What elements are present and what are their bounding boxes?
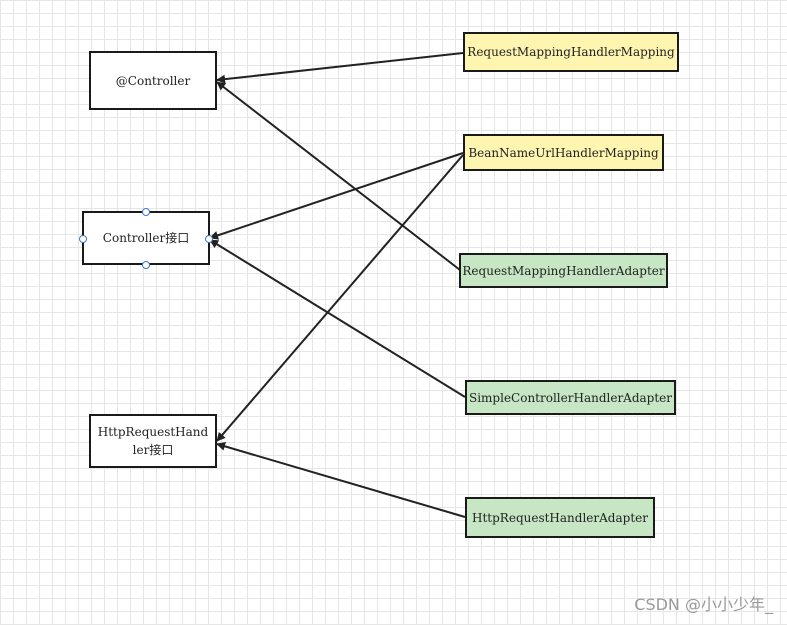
edge-beanname-to-controller-interface[interactable] [209, 152, 464, 240]
controller-interface-label: Controller接口 [102, 231, 190, 245]
bean-name-url-handler-mapping-label: BeanNameUrlHandlerMapping [468, 145, 659, 160]
request-mapping-handler-adapter-node[interactable]: RequestMappingHandlerAdapter [459, 253, 668, 288]
simple-controller-handler-adapter-node[interactable]: SimpleControllerHandlerAdapter [465, 380, 676, 415]
controller-annotation-node[interactable]: @Controller [89, 51, 217, 110]
http-request-handler-node[interactable]: HttpRequestHandler接口 [89, 414, 217, 468]
edge-beanname-to-http-request-handler[interactable] [216, 154, 464, 442]
controller-interface-node[interactable]: Controller接口 [82, 211, 210, 265]
simple-controller-handler-adapter-label: SimpleControllerHandlerAdapter [468, 390, 673, 405]
edge-mapping-to-controller-annotation[interactable] [216, 52, 464, 84]
http-request-handler-adapter-label: HttpRequestHandlerAdapter [472, 510, 648, 525]
request-mapping-handler-mapping-node[interactable]: RequestMappingHandlerMapping [463, 32, 679, 72]
selection-handle-top[interactable] [142, 208, 150, 216]
http-request-handler-adapter-node[interactable]: HttpRequestHandlerAdapter [465, 497, 655, 538]
request-mapping-handler-mapping-label: RequestMappingHandlerMapping [467, 45, 675, 59]
http-request-handler-label: HttpRequestHandler接口 [97, 425, 209, 457]
request-mapping-handler-adapter-label: RequestMappingHandlerAdapter [462, 263, 665, 278]
csdn-watermark: CSDN @小小少年_ [634, 595, 773, 614]
bean-name-url-handler-mapping-node[interactable]: BeanNameUrlHandlerMapping [463, 134, 664, 171]
edge-simple-adapter-to-controller-interface[interactable] [209, 239, 466, 398]
controller-annotation-label: @Controller [115, 73, 191, 88]
edge-adapter-to-controller-annotation[interactable] [216, 81, 461, 271]
selection-handle-left[interactable] [79, 235, 87, 243]
selection-handle-right[interactable] [205, 235, 213, 243]
selection-handle-bottom[interactable] [142, 261, 150, 269]
edge-http-adapter-to-http-request-handler[interactable] [216, 441, 466, 518]
